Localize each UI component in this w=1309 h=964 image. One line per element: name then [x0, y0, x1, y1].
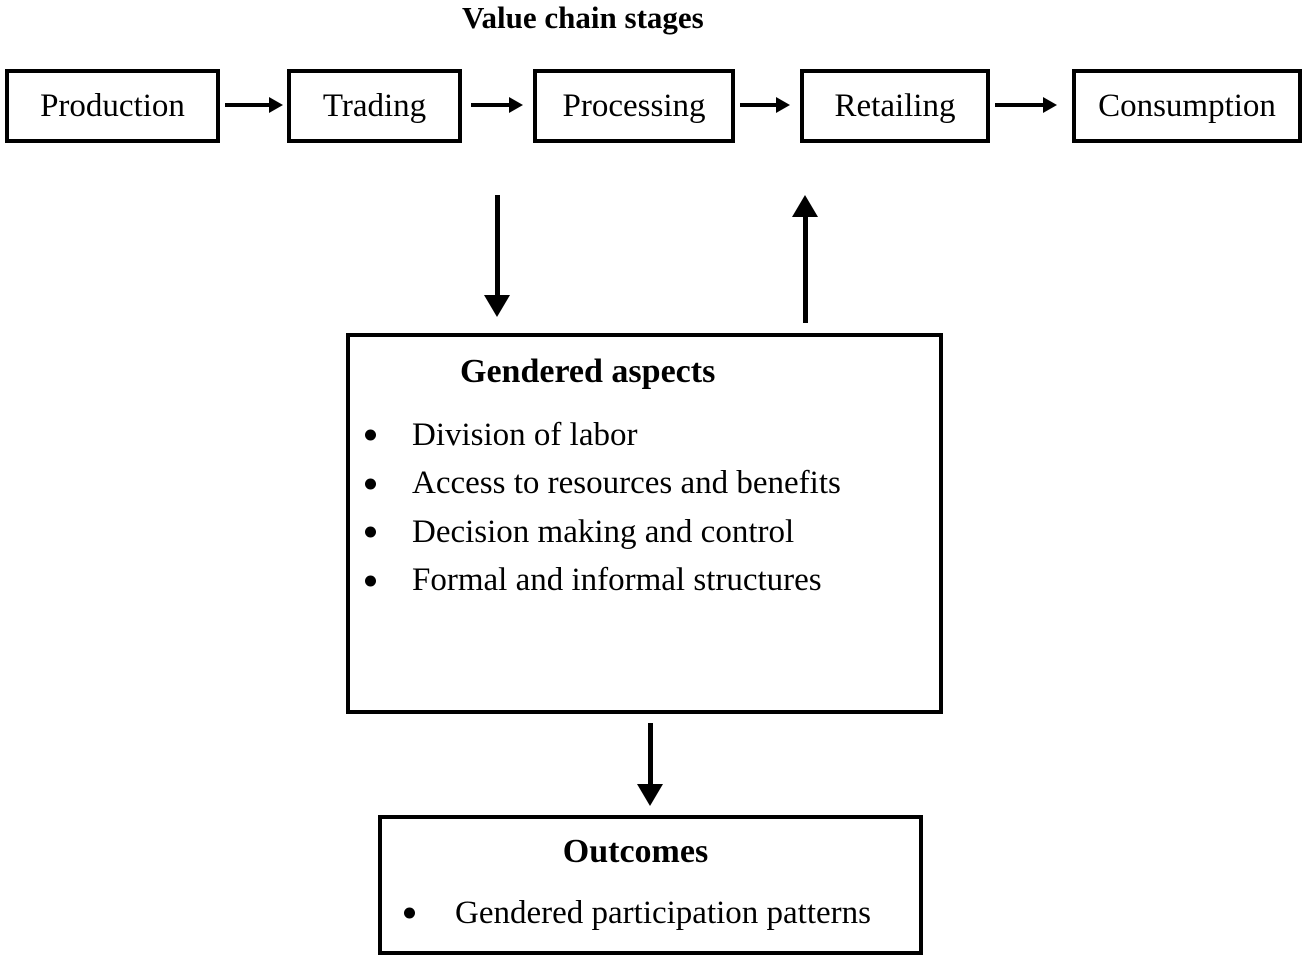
down-arrow-icon	[484, 195, 510, 317]
right-arrow-icon	[471, 97, 523, 113]
bullet-icon	[365, 429, 376, 441]
arrow-head	[792, 195, 818, 217]
aspect-item-label: Access to resources and benefits	[412, 465, 841, 502]
outcomes-box: Outcomes Gendered participation patterns	[378, 815, 923, 955]
stage-label: Consumption	[1098, 87, 1276, 124]
arrow-shaft	[494, 195, 500, 295]
arrow-head	[484, 295, 510, 317]
bullet-icon	[365, 526, 376, 538]
aspect-item: Access to resources and benefits	[350, 459, 939, 508]
aspect-item: Decision making and control	[350, 508, 939, 557]
bullet-icon	[365, 478, 376, 490]
arrow-head	[269, 97, 283, 113]
outcome-item: Gendered participation patterns	[382, 889, 919, 938]
aspect-item-label: Decision making and control	[412, 513, 795, 550]
arrow-shaft	[225, 103, 269, 107]
outcomes-heading: Outcomes	[562, 833, 709, 870]
gendered-aspects-heading: Gendered aspects	[460, 353, 716, 390]
stage-label: Retailing	[834, 87, 956, 124]
gendered-aspects-list: Division of labor Access to resources an…	[350, 411, 939, 605]
arrow-head	[509, 97, 523, 113]
bullet-icon	[365, 575, 376, 587]
stage-box-trading: Trading	[287, 69, 462, 143]
stage-box-retailing: Retailing	[800, 69, 990, 143]
gendered-aspects-box: Gendered aspects Division of labor Acces…	[346, 333, 943, 714]
stage-label: Trading	[322, 87, 427, 124]
arrow-head	[776, 97, 790, 113]
arrow-shaft	[647, 723, 653, 784]
aspect-item-label: Formal and informal structures	[412, 562, 822, 599]
right-arrow-icon	[740, 97, 790, 113]
arrow-shaft	[995, 103, 1043, 107]
stage-label: Processing	[562, 87, 706, 124]
aspect-item-label: Division of labor	[412, 416, 638, 453]
outcome-item-label: Gendered participation patterns	[455, 894, 871, 931]
stage-box-production: Production	[5, 69, 220, 143]
arrow-shaft	[802, 217, 808, 323]
diagram-title: Value chain stages	[462, 0, 704, 35]
arrow-head	[637, 784, 663, 806]
outcomes-list: Gendered participation patterns	[382, 889, 919, 938]
down-arrow-icon	[637, 723, 663, 806]
arrow-shaft	[740, 103, 776, 107]
stage-label: Production	[40, 87, 185, 124]
stage-box-processing: Processing	[533, 69, 735, 143]
right-arrow-icon	[225, 97, 283, 113]
arrow-shaft	[471, 103, 509, 107]
aspect-item: Formal and informal structures	[350, 556, 939, 605]
aspect-item: Division of labor	[350, 411, 939, 460]
stage-box-consumption: Consumption	[1072, 69, 1302, 143]
bullet-icon	[404, 907, 415, 919]
arrow-head	[1043, 97, 1057, 113]
up-arrow-icon	[792, 195, 818, 323]
right-arrow-icon	[995, 97, 1057, 113]
